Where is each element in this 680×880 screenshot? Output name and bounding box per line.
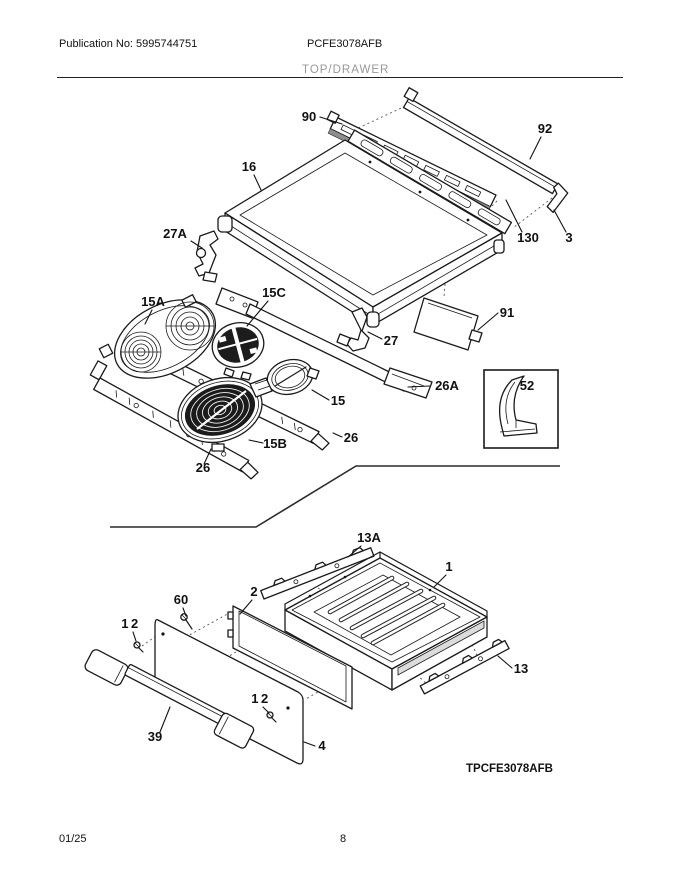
callout-1: 1 [445, 559, 452, 574]
callout-90: 90 [302, 109, 316, 124]
callout-52: 52 [520, 378, 534, 393]
part-26-rail-left [89, 360, 259, 480]
callout-39: 39 [148, 729, 162, 744]
section-title: TOP/DRAWER [302, 64, 390, 76]
callout-4: 4 [318, 738, 326, 753]
callout-27: 27 [384, 333, 398, 348]
callout-26-left: 26 [196, 460, 210, 475]
part-16-main-top [217, 139, 505, 328]
part-92-rear-trim [402, 87, 569, 214]
part-15b-radiant-element [177, 377, 273, 452]
part-13a-slide-rail [260, 547, 375, 600]
diagram-model-code: TPCFE3078AFB [466, 763, 553, 775]
part-15a-dual-element [98, 294, 217, 379]
part-91-cover [413, 297, 483, 351]
part-13-slide-rail [419, 638, 510, 695]
model-number: PCFE3078AFB [307, 38, 383, 50]
leader-lines [132, 116, 567, 747]
callout-12-right: 12 [251, 691, 270, 706]
part-27a-hinge-bracket [194, 230, 219, 283]
part-15-element-ring [266, 358, 320, 396]
callout-60: 60 [174, 592, 188, 607]
callout-26a: 26A [435, 378, 459, 393]
part-1-drawer-body [284, 551, 488, 691]
footer-page-number: 8 [340, 833, 347, 845]
callout-13: 13 [514, 661, 528, 676]
part-27-bracket [336, 307, 370, 352]
header-divider [57, 77, 623, 78]
callout-labels: 90 92 16 27A 130 3 91 15A 15C 27 26A 15 … [121, 109, 572, 753]
callout-91: 91 [500, 305, 514, 320]
callout-13a: 13A [357, 530, 381, 545]
part-130-vent-riser [347, 129, 513, 235]
part-2-front-inner-panel [227, 605, 353, 710]
publication-number: Publication No: 5995744751 [59, 38, 198, 50]
callout-3: 3 [565, 230, 572, 245]
part-15c-element [211, 322, 265, 381]
callout-12-left: 12 [121, 616, 140, 631]
callout-92: 92 [538, 121, 552, 136]
section-divider-line [110, 465, 560, 528]
callout-15a: 15A [141, 294, 165, 309]
callout-15b: 15B [263, 436, 287, 451]
callout-15c: 15C [262, 285, 286, 300]
callout-2: 2 [250, 584, 257, 599]
callout-15: 15 [331, 393, 345, 408]
callout-26-right: 26 [344, 430, 358, 445]
part-12-screw-right [266, 711, 277, 723]
callout-27a: 27A [163, 226, 187, 241]
part-12-screw-left [133, 641, 144, 653]
callout-16: 16 [242, 159, 256, 174]
part-26a-support-bar [215, 287, 433, 399]
part-4-front-panel [154, 618, 304, 765]
part-52-bracket-inset [483, 369, 559, 449]
footer-date: 01/25 [59, 833, 87, 845]
part-39-handle [84, 649, 255, 749]
callout-130: 130 [517, 230, 539, 245]
